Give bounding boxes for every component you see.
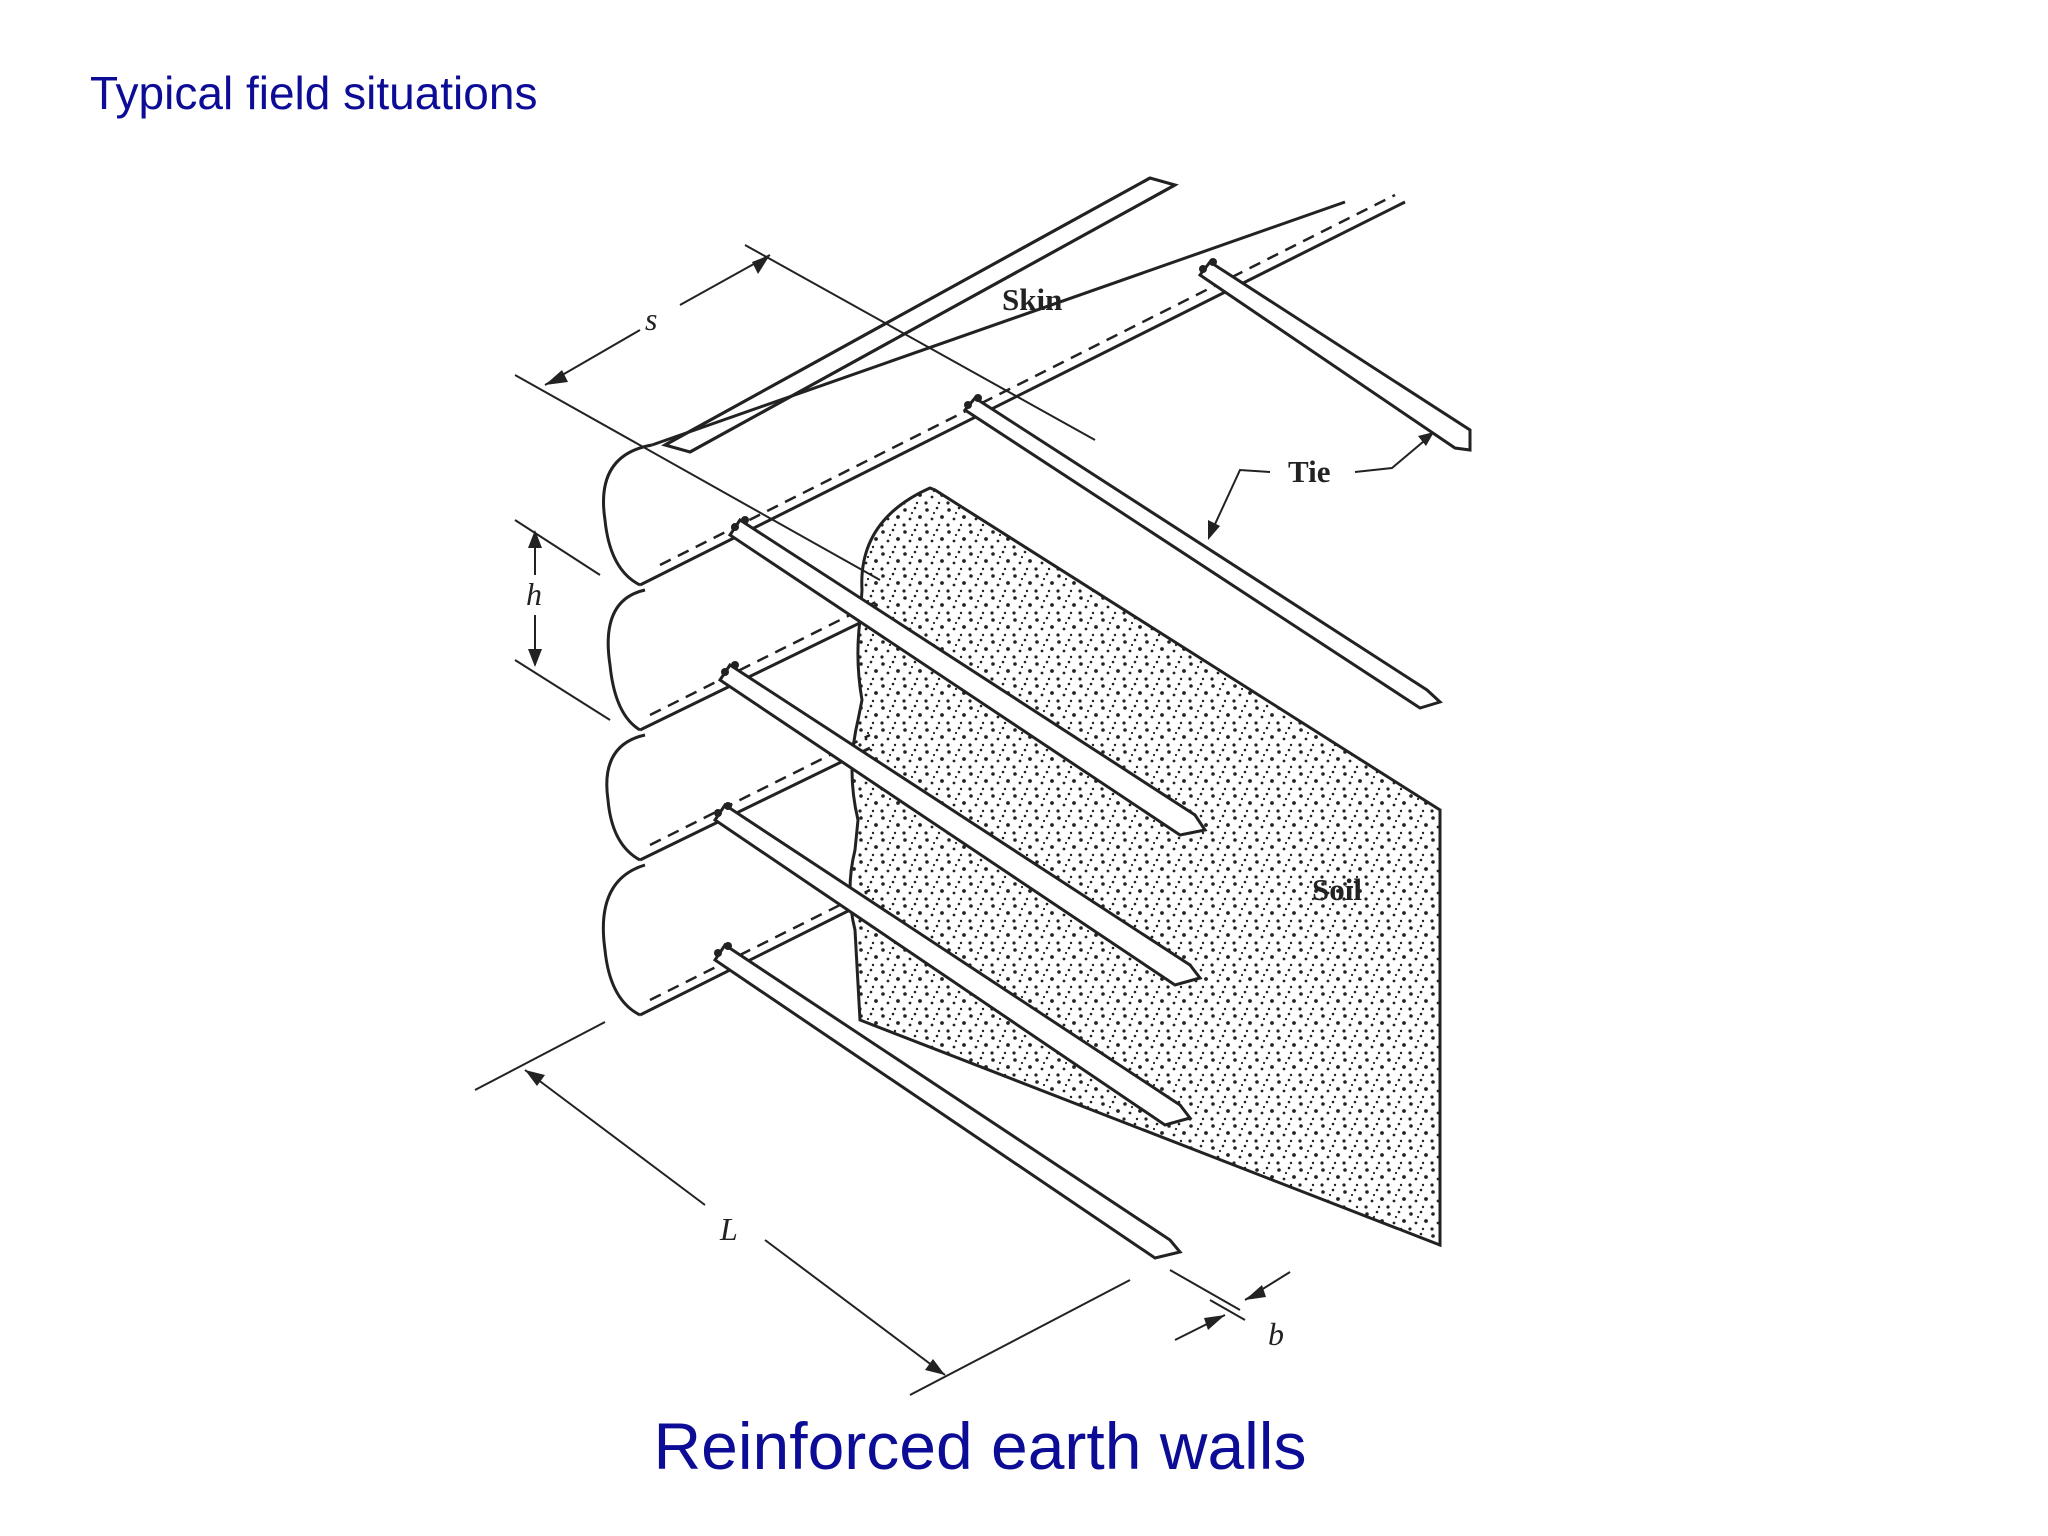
tie-row-2 (717, 662, 1203, 987)
tie-label: Tie (1288, 454, 1331, 489)
skin-strip-top (661, 176, 1179, 454)
dimension-s: s (514, 244, 1096, 581)
skin-unit-1 (602, 443, 653, 587)
dimension-b: b (1169, 1269, 1291, 1352)
tie-top-right (1197, 259, 1472, 452)
soil-label: Soil (1312, 872, 1362, 907)
dimension-h-label: h (526, 576, 542, 612)
skin-unit-4 (601, 863, 646, 1017)
ties (712, 258, 1472, 1260)
skin-label: Skin (1002, 282, 1062, 317)
tie-row-3 (712, 802, 1193, 1127)
slide-caption: Reinforced earth walls (653, 1409, 1307, 1483)
skin-unit-2 (606, 588, 646, 732)
tie-leaders (1208, 432, 1434, 540)
soil-mass (848, 486, 1442, 1248)
slide-heading: Typical field situations (90, 67, 538, 119)
skin-unit-3 (605, 733, 646, 862)
dimension-L-label: L (719, 1211, 738, 1247)
dimension-b-label: b (1268, 1316, 1284, 1352)
tie-row-4 (712, 942, 1183, 1260)
dimension-s-label: s (645, 301, 657, 337)
skin-facing (601, 176, 1406, 1017)
dimension-h: h (514, 519, 611, 721)
dimension-L: L (474, 1021, 1131, 1396)
tie-row-1 (727, 517, 1208, 837)
